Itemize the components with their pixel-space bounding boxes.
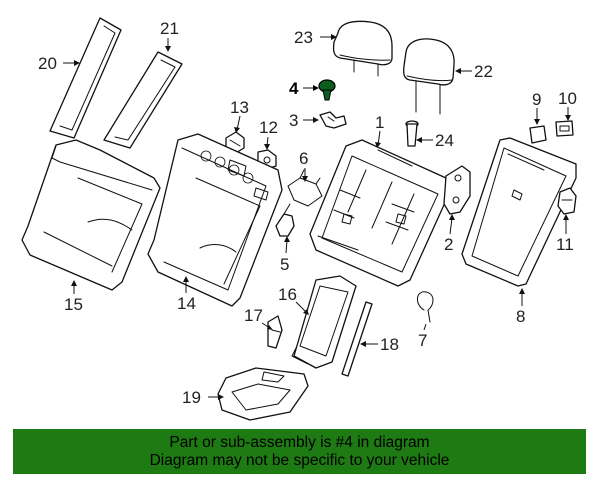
caption-line-1: Part or sub-assembly is #4 in diagram [169, 433, 430, 451]
part-6-bracket[interactable] [287, 169, 323, 207]
callout-24: 24 [435, 131, 454, 150]
callout-4: 4 [289, 79, 299, 98]
part-9-cap[interactable] [529, 125, 547, 144]
callout-10: 10 [558, 89, 577, 108]
part-5-latch[interactable] [275, 203, 295, 237]
callout-5: 5 [280, 255, 289, 274]
callout-9: 9 [532, 90, 541, 109]
part-2-hinge[interactable] [443, 165, 471, 215]
caption-line-2: Diagram may not be specific to your vehi… [149, 451, 450, 469]
part-14-trim-panel[interactable] [147, 133, 283, 307]
part-17-clip[interactable] [267, 315, 283, 349]
callout-7: 7 [418, 331, 427, 350]
callout-13: 13 [230, 98, 249, 117]
callout-22: 22 [474, 62, 493, 81]
part-21-side-panel[interactable] [103, 51, 183, 149]
callout-6: 6 [299, 149, 308, 168]
caption-banner: Part or sub-assembly is #4 in diagram Di… [13, 429, 586, 474]
part-11-bracket[interactable] [557, 187, 577, 215]
callout-1: 1 [375, 113, 384, 132]
part-8-back-panel[interactable] [461, 137, 577, 287]
part-16-armrest[interactable] [291, 275, 357, 369]
part-19-insert[interactable] [217, 367, 309, 421]
callout-8: 8 [516, 307, 525, 326]
callout-23: 23 [294, 28, 313, 47]
part-1-seat-frame[interactable] [309, 139, 449, 287]
callout-14: 14 [177, 294, 196, 313]
callout-21: 21 [160, 19, 179, 38]
callout-16: 16 [278, 285, 297, 304]
callout-18: 18 [380, 335, 399, 354]
callout-20: 20 [38, 54, 57, 73]
part-7-hook[interactable] [417, 291, 434, 323]
callout-3: 3 [289, 111, 298, 130]
callout-19: 19 [182, 388, 201, 407]
seat-parts-diagram: 20 21 23 22 4 3 13 12 1 24 9 10 6 2 11 5… [21, 17, 577, 421]
callout-17: 17 [244, 306, 263, 325]
part-15-cushion-panel[interactable] [21, 139, 161, 291]
part-22-headrest[interactable] [403, 38, 455, 115]
part-23-headrest[interactable] [332, 20, 393, 77]
part-3-bracket[interactable] [319, 111, 347, 129]
part-24-guide[interactable] [405, 120, 419, 147]
part-4-push-clip[interactable] [318, 79, 336, 101]
part-20-side-panel[interactable] [49, 17, 122, 139]
callout-11: 11 [556, 235, 574, 254]
part-10-cap[interactable] [555, 120, 574, 137]
callout-12: 12 [259, 118, 278, 137]
callout-2: 2 [444, 235, 453, 254]
part-18-trim-strip[interactable] [341, 301, 373, 377]
leader-lines [63, 34, 571, 400]
callout-15: 15 [64, 295, 83, 314]
